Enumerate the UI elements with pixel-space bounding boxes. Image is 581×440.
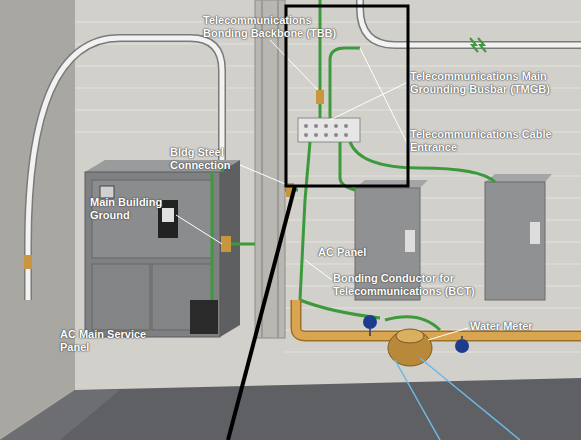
busbar-holes: [304, 124, 348, 137]
pointer-line: [395, 360, 440, 440]
panel-latch: [405, 230, 415, 252]
panel-door: [92, 264, 150, 330]
valve-stem: [461, 336, 463, 340]
callout-label: Bonding Conductor for Telecommunications…: [333, 272, 523, 298]
callout-label: Telecommunications Main Grounding Busbar…: [410, 70, 560, 96]
callout-label: AC Panel: [318, 246, 398, 259]
breaker-handle: [162, 208, 174, 222]
break-mark: [470, 38, 486, 52]
main-service-panel: [85, 172, 220, 337]
callout-label: Telecommunications Cable Entrance: [410, 128, 560, 154]
valve-handle: [363, 315, 377, 329]
callout-label: Telecommunications Bonding Backbone (TBB…: [203, 14, 343, 40]
callout-label: Water Meter: [470, 320, 560, 333]
panel-opening: [190, 300, 218, 334]
ac-panel: [485, 182, 545, 300]
pointer-line: [420, 358, 520, 440]
callout-label: Main Building Ground: [90, 196, 178, 222]
meter-dial: [396, 329, 424, 343]
wire-lug: [316, 90, 324, 104]
callout-label: Bldg Steel Connection: [170, 146, 250, 172]
column-flange: [261, 0, 263, 338]
panel-side: [220, 160, 240, 337]
floor: [0, 378, 581, 440]
valve-handle: [455, 339, 469, 353]
ground-clamp: [221, 236, 231, 252]
water-pipe: [296, 300, 581, 336]
panel-latch: [530, 222, 540, 244]
column-flange: [277, 0, 279, 338]
conduit-fitting: [24, 255, 32, 269]
inset-pointer: [228, 186, 295, 440]
busbar: [298, 118, 360, 142]
valve-stem: [369, 329, 371, 336]
pipe-outline: [296, 300, 581, 336]
callout-label: AC Main Service Panel: [60, 328, 170, 354]
floor-shade: [0, 390, 120, 440]
